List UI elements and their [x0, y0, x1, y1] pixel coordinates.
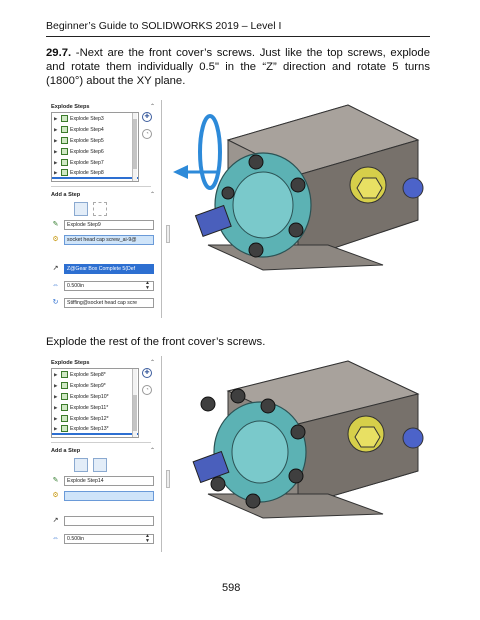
step-text: -Next are the front cover’s screws. Just… — [46, 47, 430, 87]
history-icon[interactable]: ◔ — [142, 385, 152, 395]
list-item[interactable]: ▶Explode Step5 — [54, 137, 104, 144]
rotation-axis-field[interactable]: Stiffing@socket head cap scre — [64, 298, 154, 308]
reset-explode-icon[interactable]: ✚ — [142, 368, 152, 378]
explode-step-icon — [61, 393, 68, 400]
direction-field[interactable] — [64, 516, 154, 526]
gearbox-explode-illustration-1 — [173, 104, 424, 271]
explode-step-icon — [61, 415, 68, 422]
distance-icon: ⇔ — [52, 282, 59, 289]
list-item[interactable]: ▶Explode Step9* — [54, 382, 106, 389]
component-selection-field[interactable]: socket head cap screw_ai-9@ — [64, 235, 154, 245]
distance-field[interactable]: 0.500in — [64, 534, 154, 544]
explode-step-icon — [61, 169, 68, 176]
distance-spinner[interactable]: ▲▼ — [145, 280, 150, 291]
panel-border — [161, 356, 162, 552]
explode-step-icon — [61, 137, 68, 144]
collapse-caret-icon[interactable]: ⌃ — [149, 448, 155, 454]
list-item[interactable]: ▶Explode Step10* — [54, 393, 109, 400]
explode-steps-list: ▶Explode Step8* ▶Explode Step9* ▶Explode… — [51, 368, 139, 438]
divider — [51, 186, 151, 187]
list-item[interactable]: ▶Explode Step6 — [54, 148, 104, 155]
component-selection-field[interactable] — [64, 491, 154, 501]
instruction-paragraph: 29.7. -Next are the front cover’s screws… — [46, 46, 430, 88]
history-icon[interactable]: ◔ — [142, 129, 152, 139]
radial-step-icon[interactable] — [93, 458, 107, 472]
list-item[interactable]: ▶Explode Step12* — [54, 415, 109, 422]
explode-steps-list: ▶Explode Step3 ▶Explode Step4 ▶Explode S… — [51, 112, 139, 182]
explode-step-icon — [61, 425, 68, 432]
step-name-field[interactable]: Explode Step14 — [64, 476, 154, 486]
gearbox-explode-illustration-2 — [192, 360, 424, 519]
explode-step-icon — [61, 148, 68, 155]
list-item[interactable]: ▶Explode Step11* — [54, 404, 109, 411]
direction-icon[interactable]: ↗ — [52, 517, 59, 524]
step-name-icon: ✎ — [52, 477, 59, 484]
panel-border — [161, 100, 162, 318]
panel-resize-handle[interactable] — [166, 225, 170, 243]
explode-property-panel-1: Explode Steps ⌃ ✚ ◔ ▶Explode Step3 ▶Expl… — [46, 100, 167, 318]
list-item[interactable]: ▶Explode Step8 — [52, 168, 138, 179]
step-name-field[interactable]: Explode Step9 — [64, 220, 154, 230]
collapse-caret-icon[interactable]: ⌃ — [149, 104, 155, 110]
list-item[interactable]: ▶Explode Step7 — [54, 159, 104, 166]
explode-steps-heading: Explode Steps — [51, 104, 90, 110]
explode-property-panel-2: Explode Steps ⌃ ✚ ◔ ▶Explode Step8* ▶Exp… — [46, 356, 167, 552]
distance-icon: ⇔ — [52, 535, 59, 542]
step-number: 29.7. — [46, 47, 72, 59]
page-number: 598 — [222, 582, 241, 594]
list-item[interactable]: ▶Explode Step3 — [54, 115, 104, 122]
steps-scrollbar[interactable] — [132, 369, 137, 437]
add-step-heading: Add a Step — [51, 192, 81, 198]
list-item[interactable]: ▶Explode Step8* — [54, 371, 106, 378]
divider — [51, 442, 151, 443]
steps-scrollbar[interactable] — [132, 113, 137, 181]
explode-step-icon — [61, 115, 68, 122]
panel-resize-handle[interactable] — [166, 470, 170, 488]
distance-field[interactable]: 0.500in — [64, 281, 154, 291]
step-name-icon: ✎ — [52, 221, 59, 228]
add-step-heading: Add a Step — [51, 448, 81, 454]
explode-step-icon — [61, 126, 68, 133]
regular-step-icon[interactable] — [74, 458, 88, 472]
component-icon: ⚙ — [52, 492, 59, 499]
direction-icon[interactable]: ↗ — [52, 265, 59, 272]
radial-step-icon[interactable] — [93, 202, 107, 216]
explode-step-icon — [61, 382, 68, 389]
direction-field[interactable]: Z@Gear Box Complete 5(Def — [64, 264, 154, 274]
collapse-caret-icon[interactable]: ⌃ — [149, 192, 155, 198]
header-rule — [46, 36, 430, 37]
explode-step-icon — [61, 371, 68, 378]
page-header: Beginner’s Guide to SOLIDWORKS 2019 – Le… — [46, 20, 282, 32]
list-item[interactable]: ▶Explode Step13* — [52, 424, 138, 435]
distance-spinner[interactable]: ▲▼ — [145, 533, 150, 544]
reset-explode-icon[interactable]: ✚ — [142, 112, 152, 122]
explode-step-icon — [61, 159, 68, 166]
rotation-icon[interactable]: ↻ — [52, 299, 59, 306]
instruction-paragraph-2: Explode the rest of the front cover’s sc… — [46, 336, 266, 348]
list-item[interactable]: ▶Explode Step4 — [54, 126, 104, 133]
explode-step-icon — [61, 404, 68, 411]
collapse-caret-icon[interactable]: ⌃ — [149, 360, 155, 366]
explode-steps-heading: Explode Steps — [51, 360, 90, 366]
regular-step-icon[interactable] — [74, 202, 88, 216]
component-icon: ⚙ — [52, 236, 59, 243]
